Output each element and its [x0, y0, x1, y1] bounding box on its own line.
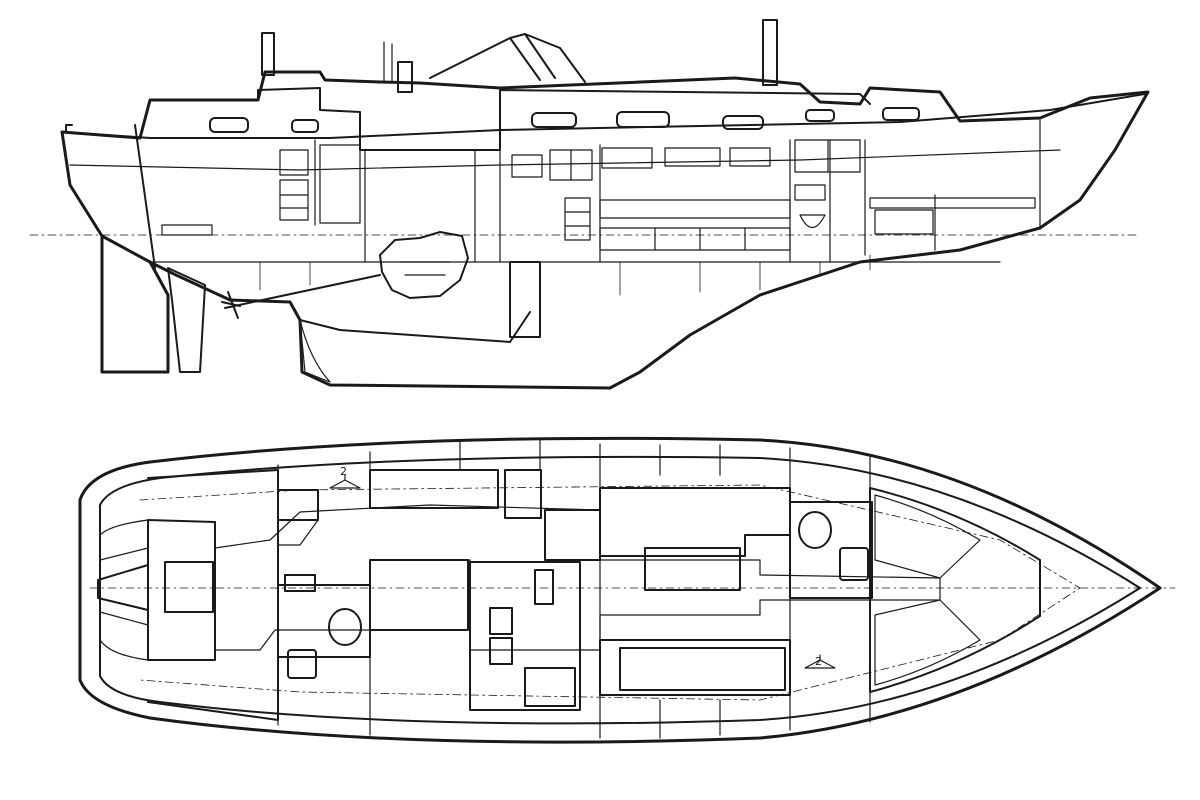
plan-hull-outline [78, 436, 1162, 744]
aft-basin [287, 649, 317, 679]
galley-locker [534, 569, 554, 605]
vee-berth-stbd [874, 599, 981, 686]
galley-sink-1 [489, 607, 513, 635]
bulkheads [314, 119, 1041, 263]
forward-head [789, 501, 873, 599]
portlights [209, 107, 920, 133]
plan-label-forward: 2 [815, 655, 822, 668]
keel-box [509, 261, 541, 338]
deck-overhead-outline [139, 484, 1081, 701]
companionway [544, 509, 601, 561]
propeller [221, 291, 241, 319]
transom-step [97, 564, 149, 611]
plan-label-aft: 2 [340, 465, 347, 478]
mizzen-mast-stub [261, 32, 275, 76]
settee [599, 199, 791, 219]
vent-stack [397, 61, 413, 93]
dodger [429, 33, 586, 83]
aft-toilet [328, 608, 362, 646]
aft-hatch-hatching-top [99, 519, 149, 561]
aft-hatch-hatching-bottom [99, 611, 149, 661]
prop-shaft [224, 274, 381, 309]
aft-head [277, 584, 371, 658]
engine [379, 231, 469, 299]
vee-berth [869, 197, 1036, 209]
saloon-settee-port [599, 487, 791, 557]
stern-pulpit [61, 124, 73, 133]
hull-outline [60, 70, 1150, 390]
skeg [167, 267, 206, 373]
aft-cabinet [284, 574, 316, 592]
side-profile-view [29, 19, 1150, 390]
hanger-icon-aft [329, 474, 361, 489]
galley [469, 561, 581, 711]
main-mast-stub [762, 19, 778, 86]
accommodation-plan-view: 2 2 [78, 436, 1176, 744]
forward-toilet [798, 511, 832, 549]
forward-basin [839, 547, 869, 581]
plan-bulkheads [277, 439, 871, 739]
galley-sink-2 [489, 637, 513, 665]
aft-cockpit [147, 519, 216, 661]
vee-berth-port [874, 494, 981, 579]
deck-line [69, 149, 1061, 171]
engine-detail [399, 261, 451, 276]
stbd-berth-cushion [619, 647, 786, 691]
cabin-sole-planking [214, 504, 941, 651]
rudder-stock [134, 124, 156, 269]
quarter-berth [369, 469, 499, 509]
saloon-table [644, 547, 741, 591]
rudder [100, 234, 170, 374]
keel-ballast [299, 319, 331, 383]
mast-step-locker [504, 469, 542, 519]
hanger-icon-forward [804, 654, 836, 669]
profile-cabinets [161, 139, 934, 251]
aft-hatch [164, 561, 214, 613]
tank-top [299, 311, 531, 343]
cabin-top [149, 87, 871, 151]
aft-step [277, 519, 319, 546]
forward-cabin [869, 487, 1041, 693]
mast-fitting [383, 41, 393, 83]
nav-station [369, 559, 469, 631]
galley-stove [524, 667, 576, 707]
aft-locker-port [277, 489, 319, 521]
